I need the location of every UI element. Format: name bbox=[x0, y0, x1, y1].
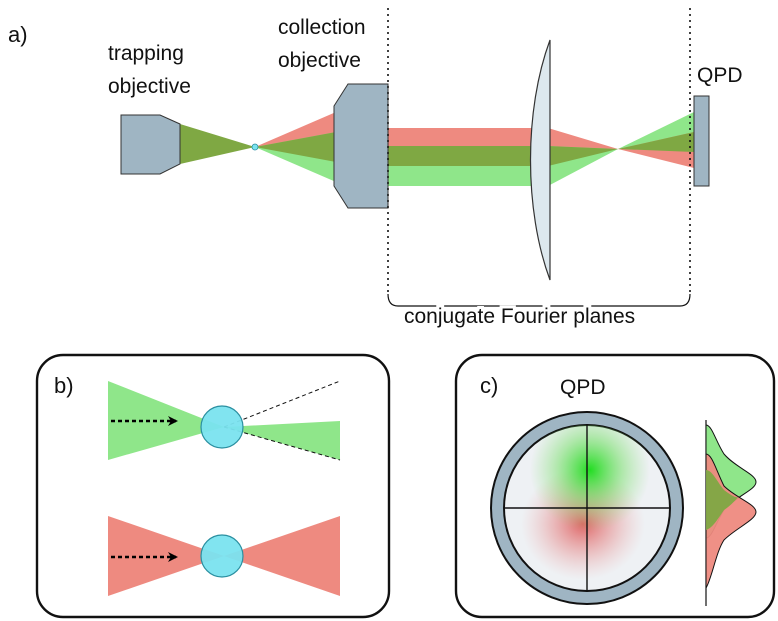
centered-bead bbox=[200, 534, 244, 578]
panel-a: a) trapping objective collection objecti… bbox=[8, 8, 743, 331]
collection-objective-label-line2: objective bbox=[278, 49, 361, 72]
panel-b-label: b) bbox=[54, 373, 74, 398]
overlap-beam-to-focus bbox=[548, 146, 618, 166]
overlap-beam-collimated bbox=[388, 146, 548, 166]
trapping-objective-label-line2: objective bbox=[108, 75, 191, 98]
panel-c: c) QPD bbox=[454, 353, 776, 619]
red-beam-in bbox=[108, 516, 224, 596]
fourier-lens bbox=[529, 39, 551, 281]
overlap-beam-to-qpd bbox=[618, 132, 694, 152]
displaced-bead bbox=[200, 405, 244, 449]
trapped-bead-small bbox=[251, 143, 259, 151]
fourier-planes-label: conjugate Fourier planes bbox=[404, 305, 635, 328]
panel-c-label: c) bbox=[480, 373, 498, 398]
trapping-objective-label-line1: trapping bbox=[108, 42, 184, 65]
green-beam-out bbox=[224, 421, 340, 460]
panel-a-label: a) bbox=[8, 22, 28, 47]
green-beam-in bbox=[108, 381, 224, 460]
trapping-objective bbox=[120, 114, 181, 175]
overlap-beam-diverging bbox=[255, 132, 336, 162]
red-beam-out bbox=[224, 516, 340, 596]
green-beam-converging bbox=[180, 124, 255, 164]
collection-objective bbox=[333, 83, 389, 209]
green-beam-spot bbox=[530, 425, 650, 532]
profile-overlap bbox=[706, 470, 738, 530]
qpd-label-a: QPD bbox=[697, 64, 743, 87]
panel-b: b) bbox=[35, 353, 391, 619]
fourier-planes-bracket bbox=[387, 293, 691, 307]
deflected-beam-guide-lower bbox=[223, 426, 341, 461]
collection-objective-label-line1: collection bbox=[278, 16, 366, 39]
qpd-detector-a bbox=[693, 95, 710, 187]
qpd-label-c: QPD bbox=[560, 376, 606, 399]
